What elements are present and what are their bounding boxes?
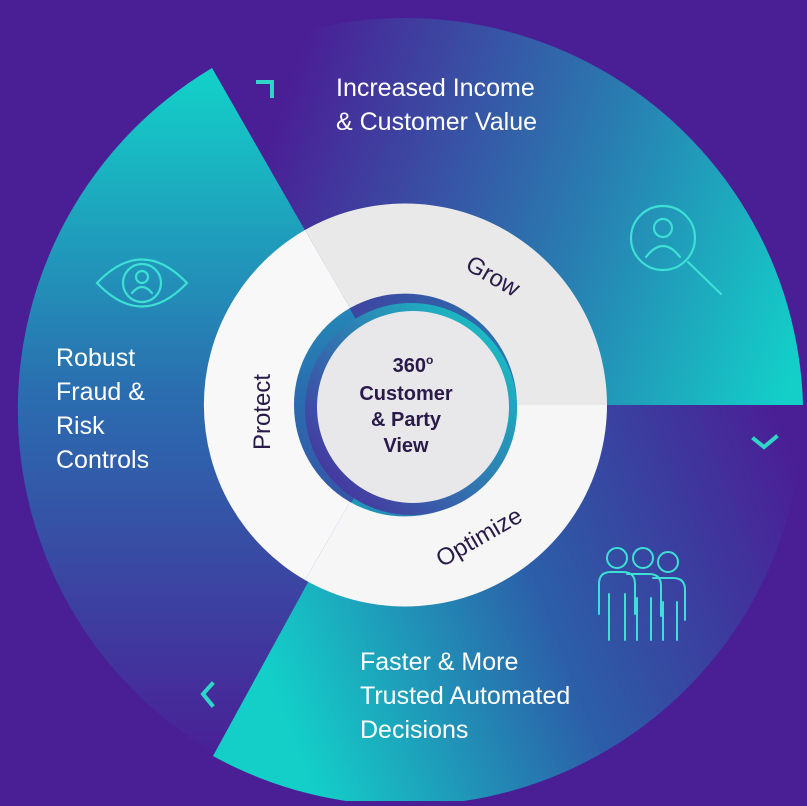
outcome-top-label: Increased Income & Customer Value xyxy=(336,71,537,139)
sector-top-right xyxy=(212,17,803,405)
ring-segment-optimize xyxy=(305,405,607,607)
outcome-left-line: Risk xyxy=(56,412,105,440)
ring-segment-protect xyxy=(203,230,350,580)
chevron-accent-icon xyxy=(256,80,274,98)
center-title-line3: & Party xyxy=(371,409,442,431)
outcome-bottom-line: Faster & More xyxy=(360,648,519,676)
outcome-bottom-line: Decisions xyxy=(360,716,469,744)
outcome-left-line: Controls xyxy=(56,446,150,474)
ring-segment-grow xyxy=(305,203,607,405)
sector-bottom-right xyxy=(213,405,804,806)
outcome-left-line: Robust xyxy=(56,344,136,372)
outcome-top-line: Increased Income xyxy=(336,74,535,102)
outcome-left-line: Fraud & xyxy=(56,378,145,406)
outcome-bottom-line: Trusted Automated xyxy=(360,682,571,710)
chevron-accent-icon xyxy=(200,681,215,708)
center-title-line1: 360o xyxy=(393,353,434,377)
outcome-bottom-label: Faster & More Trusted Automated Decision… xyxy=(360,645,570,747)
people-group-icon xyxy=(598,547,686,641)
chevron-accent-icon xyxy=(751,434,779,450)
center-disc xyxy=(317,311,509,503)
outcome-left-label: Robust Fraud & Risk Controls xyxy=(56,341,149,477)
outcome-top-line: & Customer Value xyxy=(336,108,538,136)
center-title-line2: Customer xyxy=(359,383,453,405)
center-title-line4: View xyxy=(383,435,429,457)
customer-search-icon xyxy=(629,204,723,296)
ring-label-protect: Protect xyxy=(249,374,276,450)
eye-person-icon xyxy=(95,258,189,308)
